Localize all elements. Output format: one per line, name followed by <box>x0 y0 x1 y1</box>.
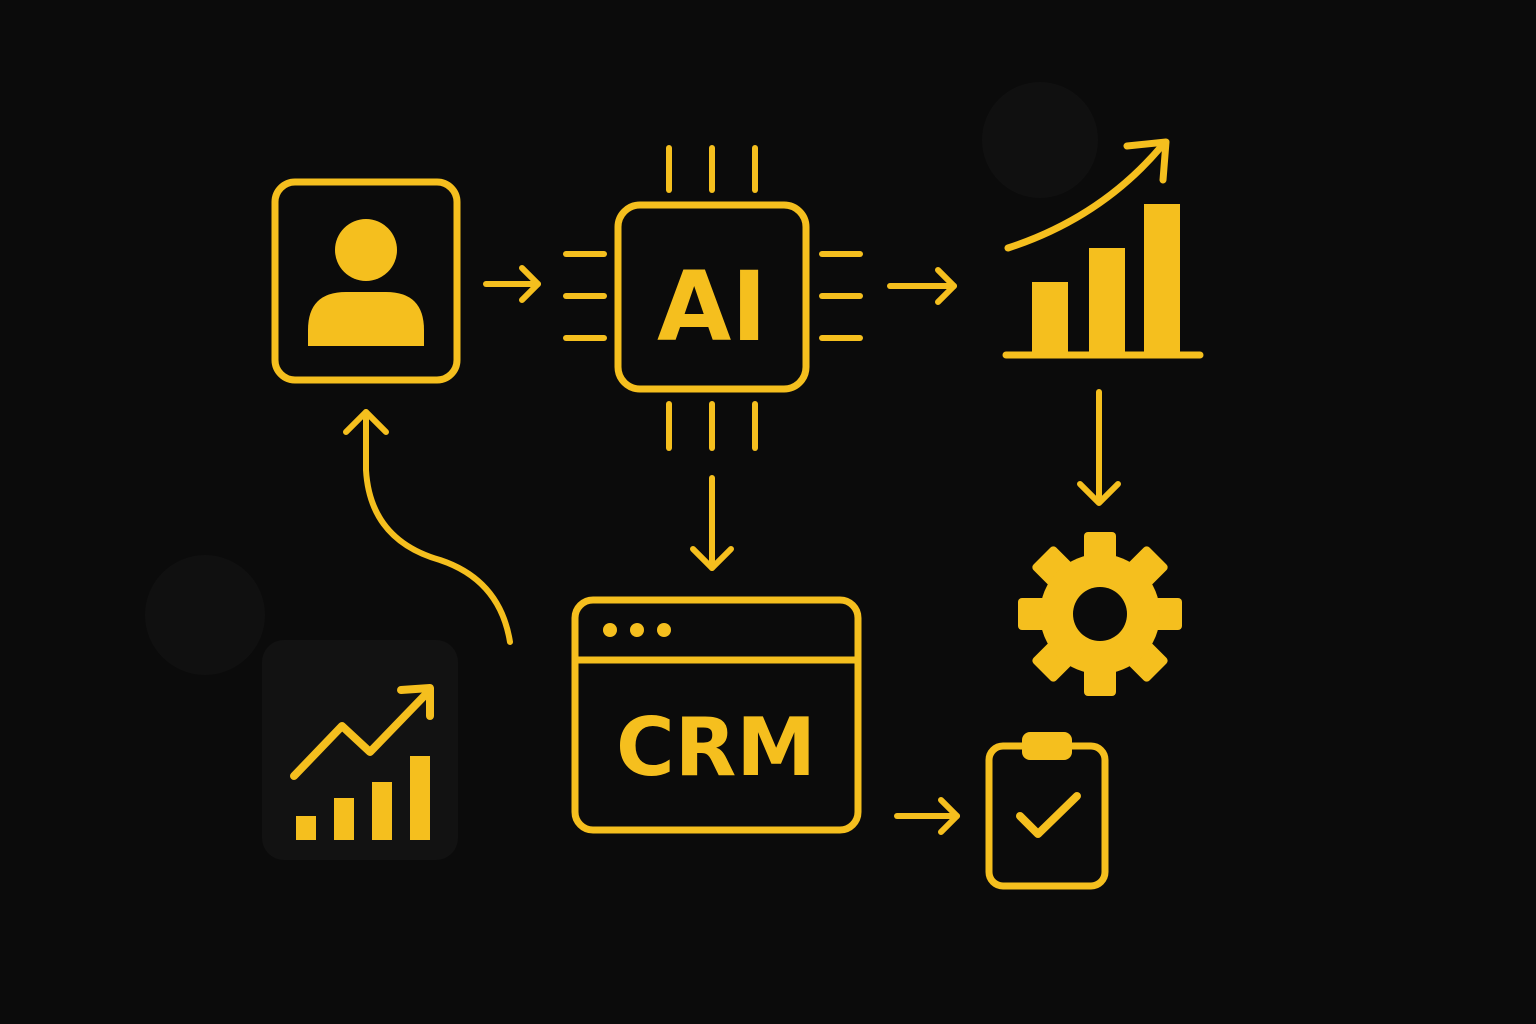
arrow-ai-to-chart <box>887 267 957 305</box>
arrow-crm-to-clipboard <box>894 797 960 835</box>
crm-window-icon: CRM <box>571 596 862 834</box>
user-icon <box>271 178 461 384</box>
growth-bar-chart-icon <box>1002 138 1204 359</box>
arrow-user-to-ai <box>483 265 541 303</box>
background-shapes <box>145 82 1098 860</box>
trend-chart-icon <box>290 684 434 840</box>
gear-icon <box>1018 532 1182 696</box>
ai-label: AI <box>657 251 767 363</box>
clipboard-check-icon <box>985 732 1109 890</box>
crm-label: CRM <box>616 701 816 794</box>
arrow-chart-to-gear <box>1077 389 1121 506</box>
arrow-ai-to-crm <box>690 475 734 571</box>
ai-chip-icon: AI <box>563 145 863 451</box>
arrow-trend-to-user <box>343 409 513 645</box>
